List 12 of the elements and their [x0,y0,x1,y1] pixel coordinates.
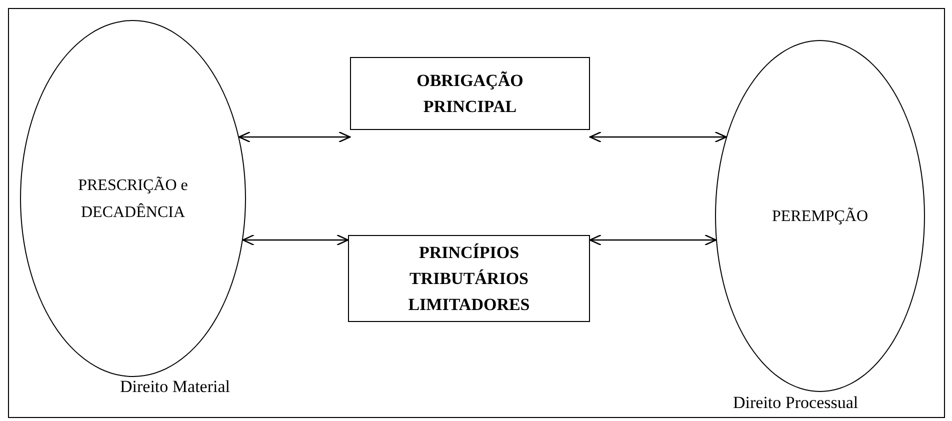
rectangle-box [348,235,590,322]
node-label: Direito Material [120,376,230,398]
double-arrow [238,131,351,143]
rectangle-box [350,57,590,130]
double-arrow [589,234,717,246]
box-label: PRINCÍPIOS TRIBUTÁRIOS LIMITADORES [407,242,531,316]
double-arrow [242,234,349,246]
box-label: OBRIGAÇÃO PRINCIPAL [416,70,524,118]
ellipse-label: PEREMPÇÃO [770,206,870,226]
double-arrow [589,131,727,143]
node-label: Direito Processual [733,392,858,414]
ellipse-label: PRESCRIÇÃO e DECADÊNCIA [77,176,189,222]
